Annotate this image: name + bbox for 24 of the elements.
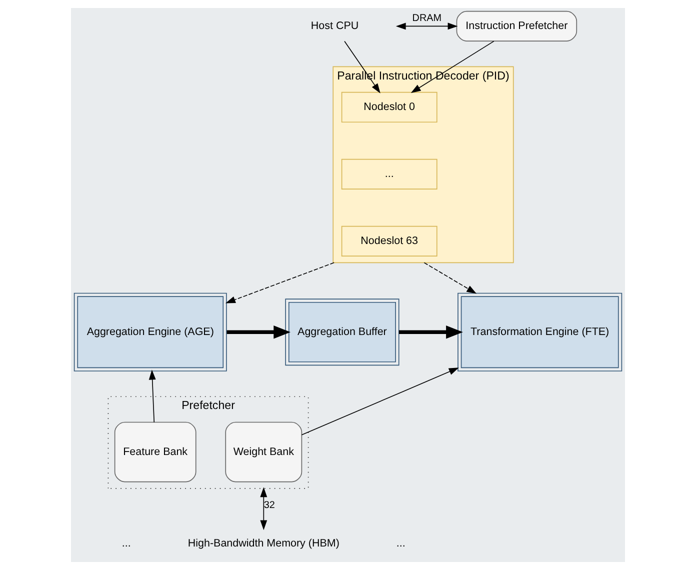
node-box: Feature Bank <box>114 422 196 482</box>
arrow <box>148 370 156 423</box>
label: ... <box>122 538 131 550</box>
node-text: Host CPU <box>310 20 359 32</box>
label: ... <box>396 538 406 550</box>
edge-label: DRAM <box>412 12 442 24</box>
arrow <box>226 325 290 339</box>
arrow <box>301 368 459 436</box>
arrow <box>398 325 463 339</box>
arrow <box>410 40 494 93</box>
arrow <box>396 22 458 30</box>
arrow <box>225 262 334 304</box>
node-box: Transformation Engine (FTE) <box>458 292 622 372</box>
node-box: Nodeslot 63 <box>341 226 438 256</box>
node-box: Aggregation Engine (AGE) <box>74 292 227 372</box>
edge-label: 32 <box>264 500 275 511</box>
node-box: ... <box>341 158 438 190</box>
node-box: Nodeslot 0 <box>341 92 438 123</box>
arrow <box>424 262 477 294</box>
node-box: Instruction Prefetcher <box>456 10 578 42</box>
arrow <box>260 487 268 530</box>
node-text: High-Bandwidth Memory (HBM) <box>188 538 340 550</box>
node-box: Aggregation Buffer <box>285 298 400 366</box>
node-box: Weight Bank <box>225 422 302 482</box>
